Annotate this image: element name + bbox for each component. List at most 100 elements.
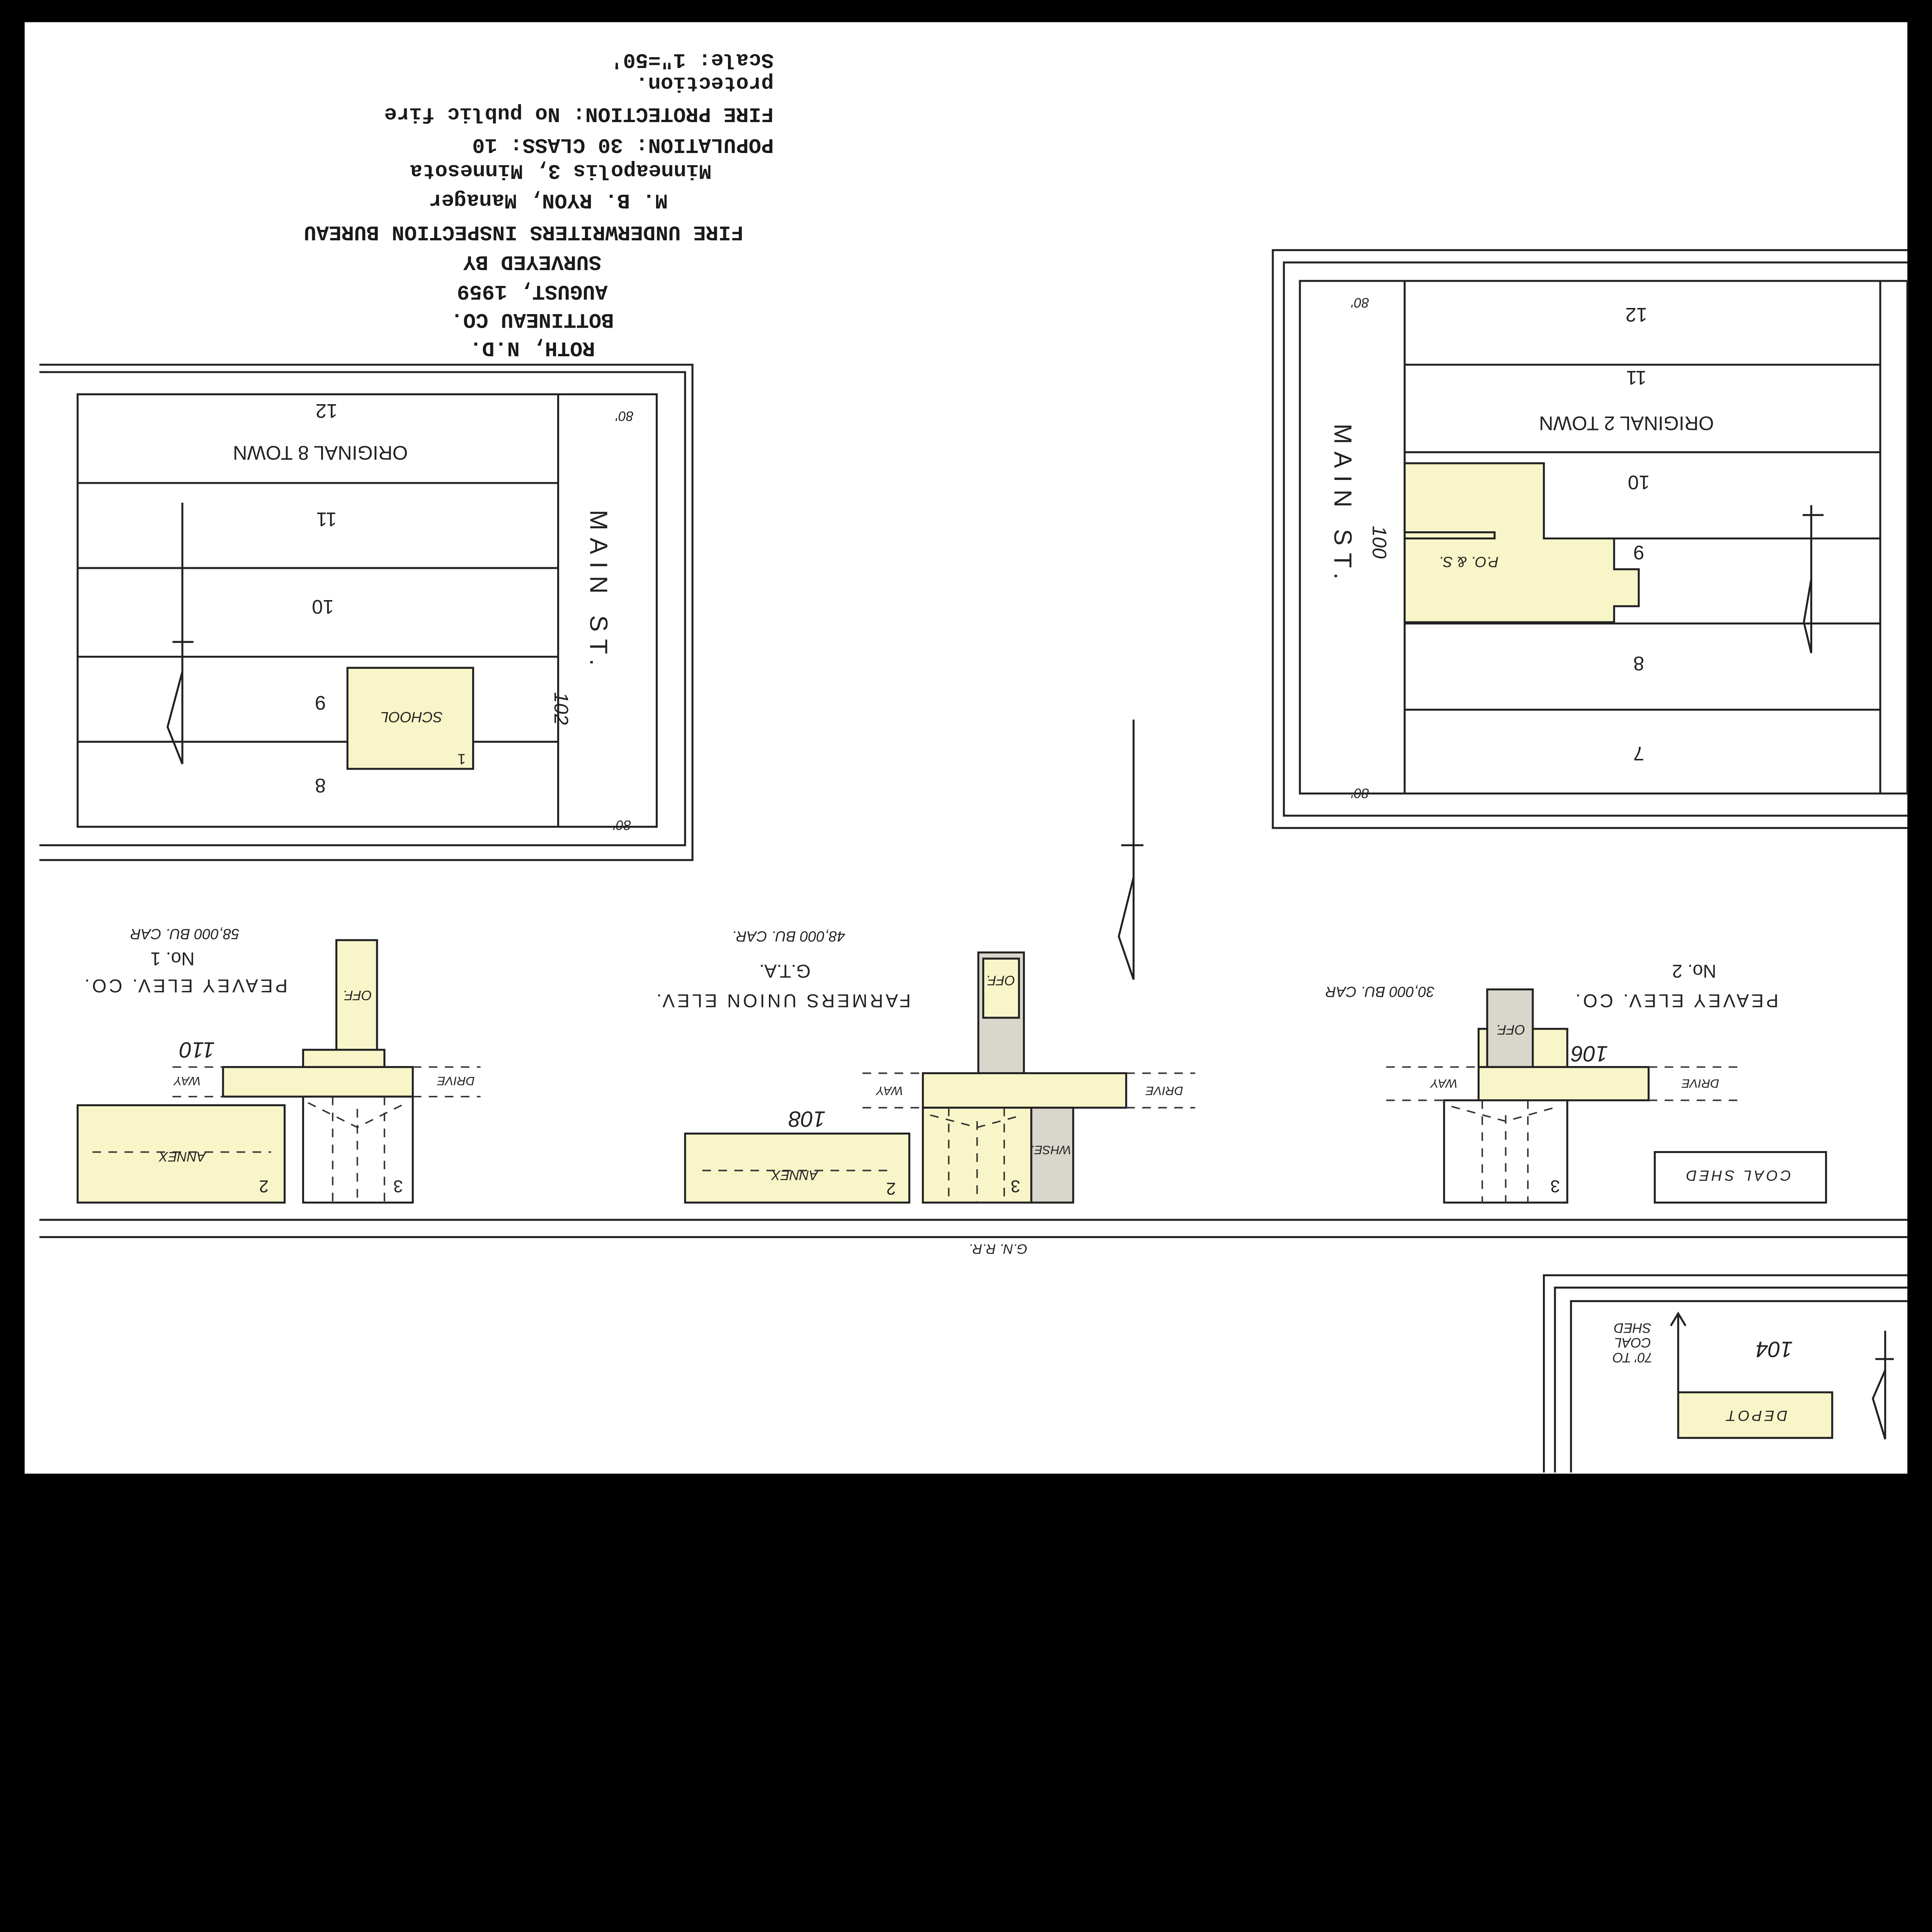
block-8: ORIGINAL 8 TOWN 12 11 10 9 8 80' 80' MAI… bbox=[39, 364, 694, 861]
map-sheet bbox=[24, 22, 1908, 1474]
depot-note: COAL bbox=[1614, 1335, 1651, 1350]
lot-number: 11 bbox=[316, 509, 337, 531]
frontage-label: 80' bbox=[613, 818, 631, 833]
block-2: P.O. & S. ORIGINAL 2 TOWN 12 11 10 9 8 7… bbox=[1272, 249, 1908, 829]
manager-text: M. B. RYON, Manager bbox=[429, 188, 668, 212]
lot-number: 12 bbox=[316, 400, 338, 422]
street-name: MAIN ST. bbox=[585, 510, 612, 673]
lot-lines bbox=[77, 394, 560, 827]
stories-label: 2 bbox=[259, 1177, 269, 1196]
lot-number: 8 bbox=[1633, 653, 1644, 675]
office-building bbox=[335, 939, 378, 1052]
street-lines bbox=[39, 364, 694, 861]
block-number: 102 bbox=[550, 692, 572, 725]
annex-building bbox=[684, 1133, 910, 1204]
title-block: Scale: 1"=50' protection. FIRE PROTECTIO… bbox=[304, 48, 774, 359]
north-arrow-icon bbox=[1803, 505, 1824, 653]
street-lines bbox=[1543, 1274, 1908, 1473]
county-text: BOTTINEAU CO. bbox=[451, 308, 614, 331]
map-number: 108 bbox=[789, 1106, 826, 1131]
way-label: WAY bbox=[173, 1074, 201, 1088]
map-number: 104 bbox=[1756, 1337, 1793, 1362]
office-label: OFF. bbox=[986, 973, 1015, 988]
depot-block: 70' TO COAL SHED 104 DEPOT bbox=[1543, 1274, 1908, 1473]
office-label: OFF. bbox=[1496, 1022, 1525, 1037]
annex-label: ANNEX bbox=[771, 1167, 819, 1182]
map-number: 106 bbox=[1571, 1041, 1608, 1066]
protection-cont-text: protection. bbox=[636, 71, 774, 95]
railroad-label: G.N. R.R. bbox=[969, 1242, 1027, 1257]
street-lines bbox=[1272, 249, 1908, 829]
frontage-label: 80' bbox=[1351, 295, 1369, 310]
elevator-number: G.T.A. bbox=[759, 961, 811, 981]
fire-insurance-map: Scale: 1"=50' protection. FIRE PROTECTIO… bbox=[24, 22, 1908, 1474]
depot-note: SHED bbox=[1614, 1320, 1651, 1335]
bin-lines bbox=[308, 1097, 407, 1203]
school-label: SCHOOL bbox=[380, 709, 443, 725]
scale-text: Scale: 1"=50' bbox=[611, 48, 774, 71]
frontage-label: 80' bbox=[1351, 786, 1369, 801]
farmers-union-elevator: FARMERS UNION ELEV. G.T.A. 48,000 BU. CA… bbox=[654, 928, 1196, 1204]
bin-lines bbox=[1451, 1100, 1559, 1203]
town-text: ROTH, N.D. bbox=[469, 336, 595, 359]
block-outline bbox=[1299, 280, 1908, 795]
depot-label: DEPOT bbox=[1724, 1407, 1787, 1424]
school-building bbox=[346, 667, 474, 770]
railroad-track bbox=[39, 1219, 1908, 1238]
bureau-text: FIRE UNDERWRITERS INSPECTION BUREAU bbox=[304, 220, 743, 244]
block-number: 100 bbox=[1368, 526, 1390, 558]
elevator-number: No. 2 bbox=[1672, 961, 1716, 981]
lot-number: 8 bbox=[315, 774, 326, 796]
lot-number: 11 bbox=[1626, 367, 1646, 389]
population-text: POPULATION: 30 CLASS: 10 bbox=[472, 133, 774, 156]
capacity-label: 58,000 BU. CAR bbox=[130, 925, 240, 942]
coal-shed-building bbox=[1653, 1151, 1827, 1204]
way-label: WAY bbox=[875, 1084, 903, 1098]
lot-number: 9 bbox=[1633, 542, 1644, 564]
street-name: MAIN ST. bbox=[1329, 423, 1357, 587]
driveway-shed bbox=[922, 1072, 1128, 1109]
coal-shed-label: COAL SHED bbox=[1684, 1167, 1791, 1184]
lot-number: 10 bbox=[1628, 471, 1650, 493]
map-number: 110 bbox=[179, 1037, 215, 1062]
block-outline bbox=[77, 393, 658, 828]
capacity-label: 48,000 BU. CAR. bbox=[732, 928, 845, 945]
frontage-label: 80' bbox=[616, 408, 634, 423]
annex-building bbox=[77, 1104, 286, 1204]
lot-number: 9 bbox=[315, 692, 326, 714]
block-name: ORIGINAL 2 TOWN bbox=[1539, 412, 1714, 434]
elevator-cupola bbox=[302, 1049, 386, 1068]
fire-protection-text: FIRE PROTECTION: No public fire bbox=[384, 102, 774, 126]
lot-number: 10 bbox=[312, 596, 334, 618]
city-text: Minneapolis 3, Minnesota bbox=[410, 158, 711, 182]
elevator-name: FARMERS UNION ELEV. bbox=[654, 990, 911, 1010]
stories-label: 2 bbox=[886, 1179, 896, 1198]
warehouse-label: WHSE. bbox=[1031, 1143, 1071, 1157]
north-arrow-icon bbox=[1117, 719, 1144, 980]
north-arrow-icon bbox=[166, 503, 194, 764]
drive-label: DRIVE bbox=[1681, 1077, 1719, 1090]
peavey-elevator-1: PEAVEY ELEV. CO. No. 1 58,000 BU. CAR 11… bbox=[77, 925, 481, 1204]
office-label: OFF. bbox=[343, 988, 372, 1003]
surveyed-by-text: SURVEYED BY bbox=[463, 250, 601, 273]
drive-label: DRIVE bbox=[1145, 1084, 1183, 1098]
stories-label: 1 bbox=[457, 751, 466, 767]
building-label: P.O. & S. bbox=[1439, 553, 1498, 570]
north-arrow-icon bbox=[1872, 1330, 1894, 1440]
depot-building bbox=[1677, 1391, 1833, 1439]
stories-label: 3 bbox=[1010, 1177, 1020, 1196]
depot-note: 70' TO bbox=[1612, 1350, 1653, 1365]
elevator-number: No. 1 bbox=[150, 948, 194, 969]
peavey-elevator-2: PEAVEY ELEV. CO. No. 2 30,000 BU. CAR 10… bbox=[1325, 961, 1827, 1204]
annex-label: ANNEX bbox=[158, 1149, 206, 1164]
stories-label: 3 bbox=[393, 1177, 403, 1196]
elevator-name: PEAVEY ELEV. CO. bbox=[1573, 990, 1779, 1010]
lot-number: 7 bbox=[1633, 742, 1644, 764]
block-name: ORIGINAL 8 TOWN bbox=[233, 442, 408, 464]
driveway-shed bbox=[222, 1066, 414, 1098]
driveway-shed bbox=[1477, 1066, 1650, 1102]
warehouse-building bbox=[1030, 1107, 1074, 1204]
date-text: AUGUST, 1959 bbox=[457, 279, 607, 303]
elevator-name: PEAVEY ELEV. CO. bbox=[82, 975, 287, 996]
lot-number: 12 bbox=[1625, 304, 1647, 326]
